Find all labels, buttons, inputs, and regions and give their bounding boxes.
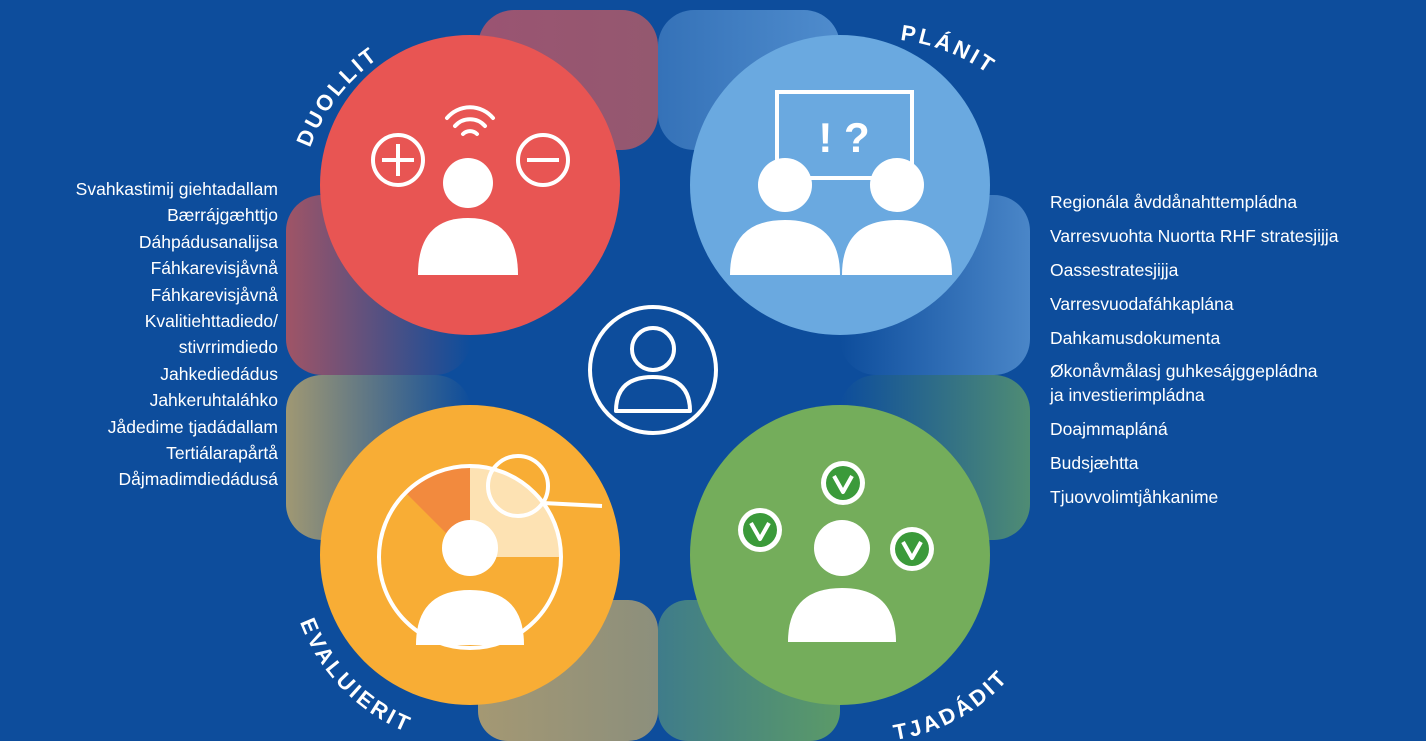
two-people-icon	[730, 158, 952, 275]
person-icon	[788, 520, 896, 642]
planning-board-icon	[775, 90, 914, 180]
list-item: Tjuovvolimtjåhkanime	[1050, 487, 1219, 508]
list-item: Oassestratesjijja	[1050, 259, 1179, 280]
list-item: Bærrájgæhttjo	[167, 205, 278, 226]
planit-circle	[690, 35, 990, 335]
center-user-icon	[588, 305, 718, 435]
planning-board-text: ! ?	[818, 114, 869, 161]
stage-duollit	[320, 35, 620, 335]
list-item: Kvalitiehttadiedo/	[144, 311, 278, 332]
list-item: Økonåvmålasj guhkesájggepládna ja invest…	[1050, 361, 1318, 406]
list-item: Jådedime tjadádallam	[107, 416, 278, 437]
stage-tjadadit	[690, 405, 990, 705]
list-item: Budsjæhtta	[1050, 453, 1139, 474]
list-item: Doajmmapláná	[1050, 419, 1168, 440]
list-item: Fáhkarevisjåvnå	[150, 258, 278, 279]
stage-planit: ! ?	[690, 35, 990, 335]
list-item: Jahkediedádus	[160, 363, 278, 384]
list-item: stivrrimdiedo	[178, 337, 278, 358]
wifi-icon	[445, 105, 495, 136]
list-item: Svahkastimij giehtadallam	[75, 179, 278, 199]
check-icon	[890, 527, 934, 571]
list-item: Varresvuodafáhkaplána	[1050, 293, 1234, 314]
list-item: Dáhpádusanalijsa	[138, 231, 278, 252]
list-item: Dåjmadimdiedádusá	[118, 469, 278, 490]
plus-icon	[371, 133, 425, 187]
check-icon	[738, 508, 782, 552]
right-list: Regionála åvddånahttempládna Varresvuoht…	[1050, 190, 1339, 519]
minus-icon	[516, 133, 570, 187]
person-icon	[418, 158, 518, 275]
list-item: Fáhkarevisjåvnå	[150, 284, 278, 305]
stage-evaluierit	[320, 405, 620, 705]
list-item: Tertiálarapårtå	[166, 443, 278, 464]
list-item: Jahkeruhtaláhko	[149, 390, 278, 411]
magnifier-icon	[486, 454, 603, 518]
list-item: Dahkamusdokumenta	[1050, 327, 1221, 348]
list-item: Regionála åvddånahttempládna	[1050, 192, 1298, 212]
list-item: Varresvuohta Nuortta RHF stratesjijja	[1050, 225, 1339, 246]
left-list: Svahkastimij giehtadallam Bærrájgæhttjo …	[76, 176, 278, 493]
person-icon	[416, 520, 524, 645]
check-icon	[821, 461, 865, 505]
